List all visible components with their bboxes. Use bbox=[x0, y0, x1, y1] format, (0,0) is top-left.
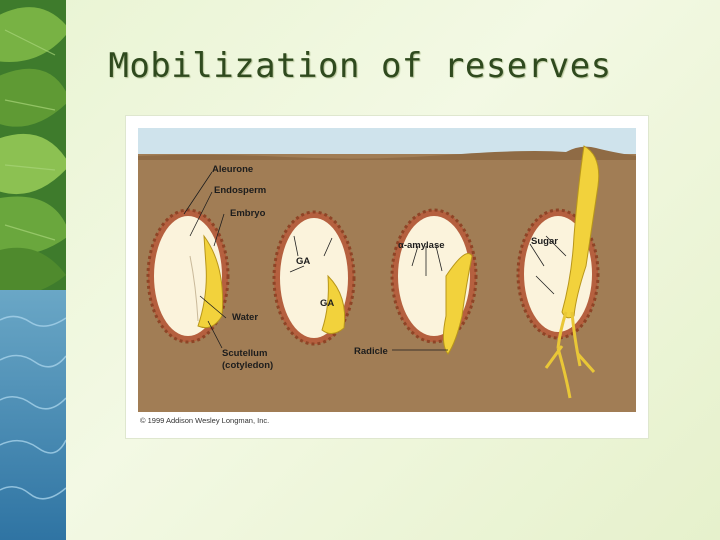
label-embryo: Embryo bbox=[230, 208, 266, 219]
label-endosperm: Endosperm bbox=[214, 185, 266, 196]
label-scutellum: Scutellum bbox=[222, 348, 267, 359]
seed-1 bbox=[148, 210, 228, 342]
figure-copyright: © 1999 Addison Wesley Longman, Inc. bbox=[140, 416, 269, 425]
slide-title: Mobilization of reserves bbox=[0, 46, 720, 86]
label-cotyledon: (cotyledon) bbox=[222, 360, 273, 371]
label-ga-2: GA bbox=[320, 298, 334, 309]
seed-germination-diagram: Aleurone Endosperm Embryo Water Scutellu… bbox=[126, 116, 648, 438]
label-alpha-amylase: α-amylase bbox=[398, 240, 445, 251]
label-ga-1: GA bbox=[296, 256, 310, 267]
label-aleurone: Aleurone bbox=[212, 164, 253, 175]
seed-2 bbox=[274, 212, 354, 344]
label-water: Water bbox=[232, 312, 258, 323]
label-radicle: Radicle bbox=[354, 346, 388, 357]
seed-germination-figure: Aleurone Endosperm Embryo Water Scutellu… bbox=[126, 116, 648, 438]
label-sugar: Sugar bbox=[531, 236, 558, 247]
